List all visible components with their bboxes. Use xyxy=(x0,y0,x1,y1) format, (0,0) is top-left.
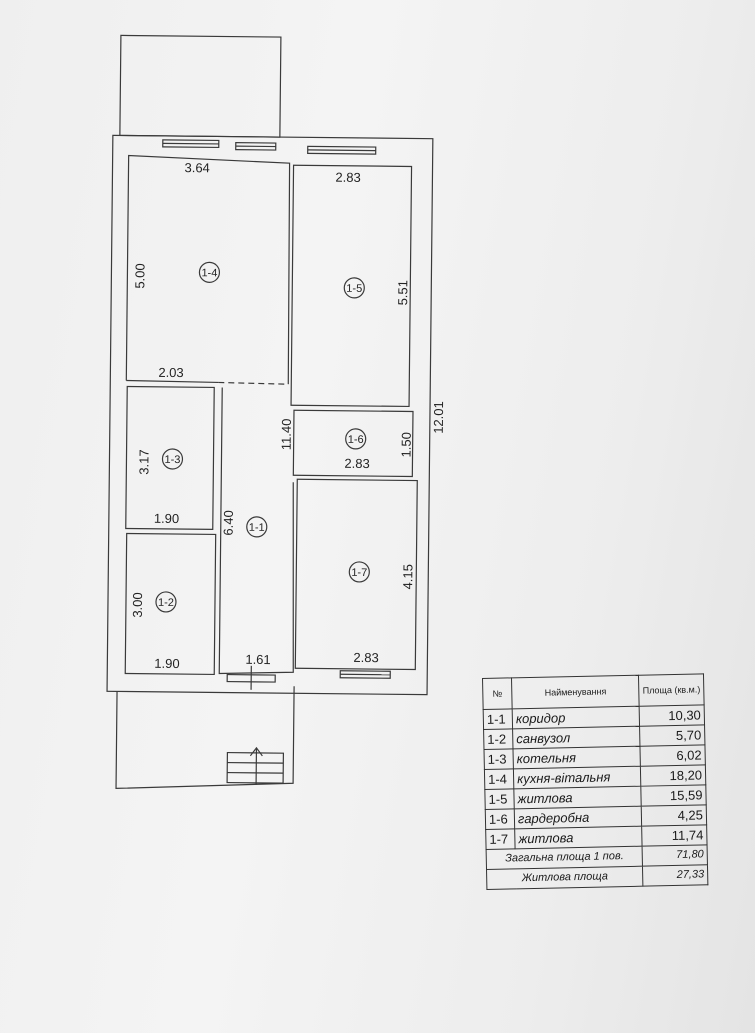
outer-wall xyxy=(106,134,434,696)
dim-1-7-width: 2.83 xyxy=(353,650,378,665)
dim-1-5-width: 2.83 xyxy=(335,170,360,185)
dim-1-4-bottom: 2.03 xyxy=(158,365,183,380)
table-header: № Найменування Площа (кв.м.) xyxy=(482,673,705,710)
porch-steps xyxy=(226,751,285,784)
dim-1-1-height: 6.40 xyxy=(221,510,236,535)
bottom-porch xyxy=(115,686,295,790)
room-1-2-marker xyxy=(155,591,177,613)
dim-1-2-height: 3.00 xyxy=(130,592,145,617)
top-annex xyxy=(119,34,282,138)
total-area-value: 71,80 xyxy=(642,844,708,867)
room-1-4-walls xyxy=(125,154,291,385)
room-1-5-walls xyxy=(290,164,413,408)
dim-overall-length: 12.01 xyxy=(431,401,446,434)
room-1-3-id: 1-3 xyxy=(164,454,180,466)
dim-1-2-width: 1.90 xyxy=(154,656,179,671)
total-area-label: Загальна площа 1 пов. xyxy=(486,846,643,870)
room-1-7-walls xyxy=(294,478,418,671)
room-1-7-marker xyxy=(348,561,370,583)
living-area-label: Житлова площа xyxy=(486,866,644,890)
room-1-1-walls xyxy=(218,387,294,675)
dim-1-1-width: 1.61 xyxy=(245,652,270,667)
header-area: Площа (кв.м.) xyxy=(638,673,705,707)
dim-1-3-width: 1.90 xyxy=(154,511,179,526)
room-1-5-marker xyxy=(343,277,365,299)
room-1-2-id: 1-2 xyxy=(158,597,174,609)
living-area-row: Житлова площа 27,33 xyxy=(486,864,708,890)
dim-1-1-length: 11.40 xyxy=(279,419,294,451)
header-no: № xyxy=(482,677,513,710)
room-1-3-marker xyxy=(161,448,184,470)
dim-1-6-height: 1.50 xyxy=(399,432,414,457)
room-1-7-id: 1-7 xyxy=(351,567,367,579)
room-1-1-marker xyxy=(246,516,268,538)
header-name: Найменування xyxy=(511,675,640,709)
room-1-5-id: 1-5 xyxy=(346,283,362,295)
dim-1-5-height: 5.51 xyxy=(395,280,410,305)
dim-1-6-width: 2.83 xyxy=(344,456,369,471)
living-area-value: 27,33 xyxy=(642,864,708,887)
dim-1-4-height: 5.00 xyxy=(132,263,147,288)
room-1-6-walls xyxy=(292,409,414,478)
room-1-4-marker xyxy=(198,261,221,283)
room-1-3-walls xyxy=(125,385,215,531)
room-1-6-marker xyxy=(345,428,367,450)
area-table: № Найменування Площа (кв.м.) 1-1 коридор… xyxy=(482,673,708,890)
room-1-6-id: 1-6 xyxy=(348,434,364,446)
room-1-1-id: 1-1 xyxy=(249,522,265,534)
room-1-2-walls xyxy=(124,532,217,676)
dim-1-7-height: 4.15 xyxy=(400,564,415,589)
room-1-4-id: 1-4 xyxy=(201,267,217,279)
dim-1-3-height: 3.17 xyxy=(136,449,151,474)
dim-1-4-width: 3.64 xyxy=(184,160,209,175)
